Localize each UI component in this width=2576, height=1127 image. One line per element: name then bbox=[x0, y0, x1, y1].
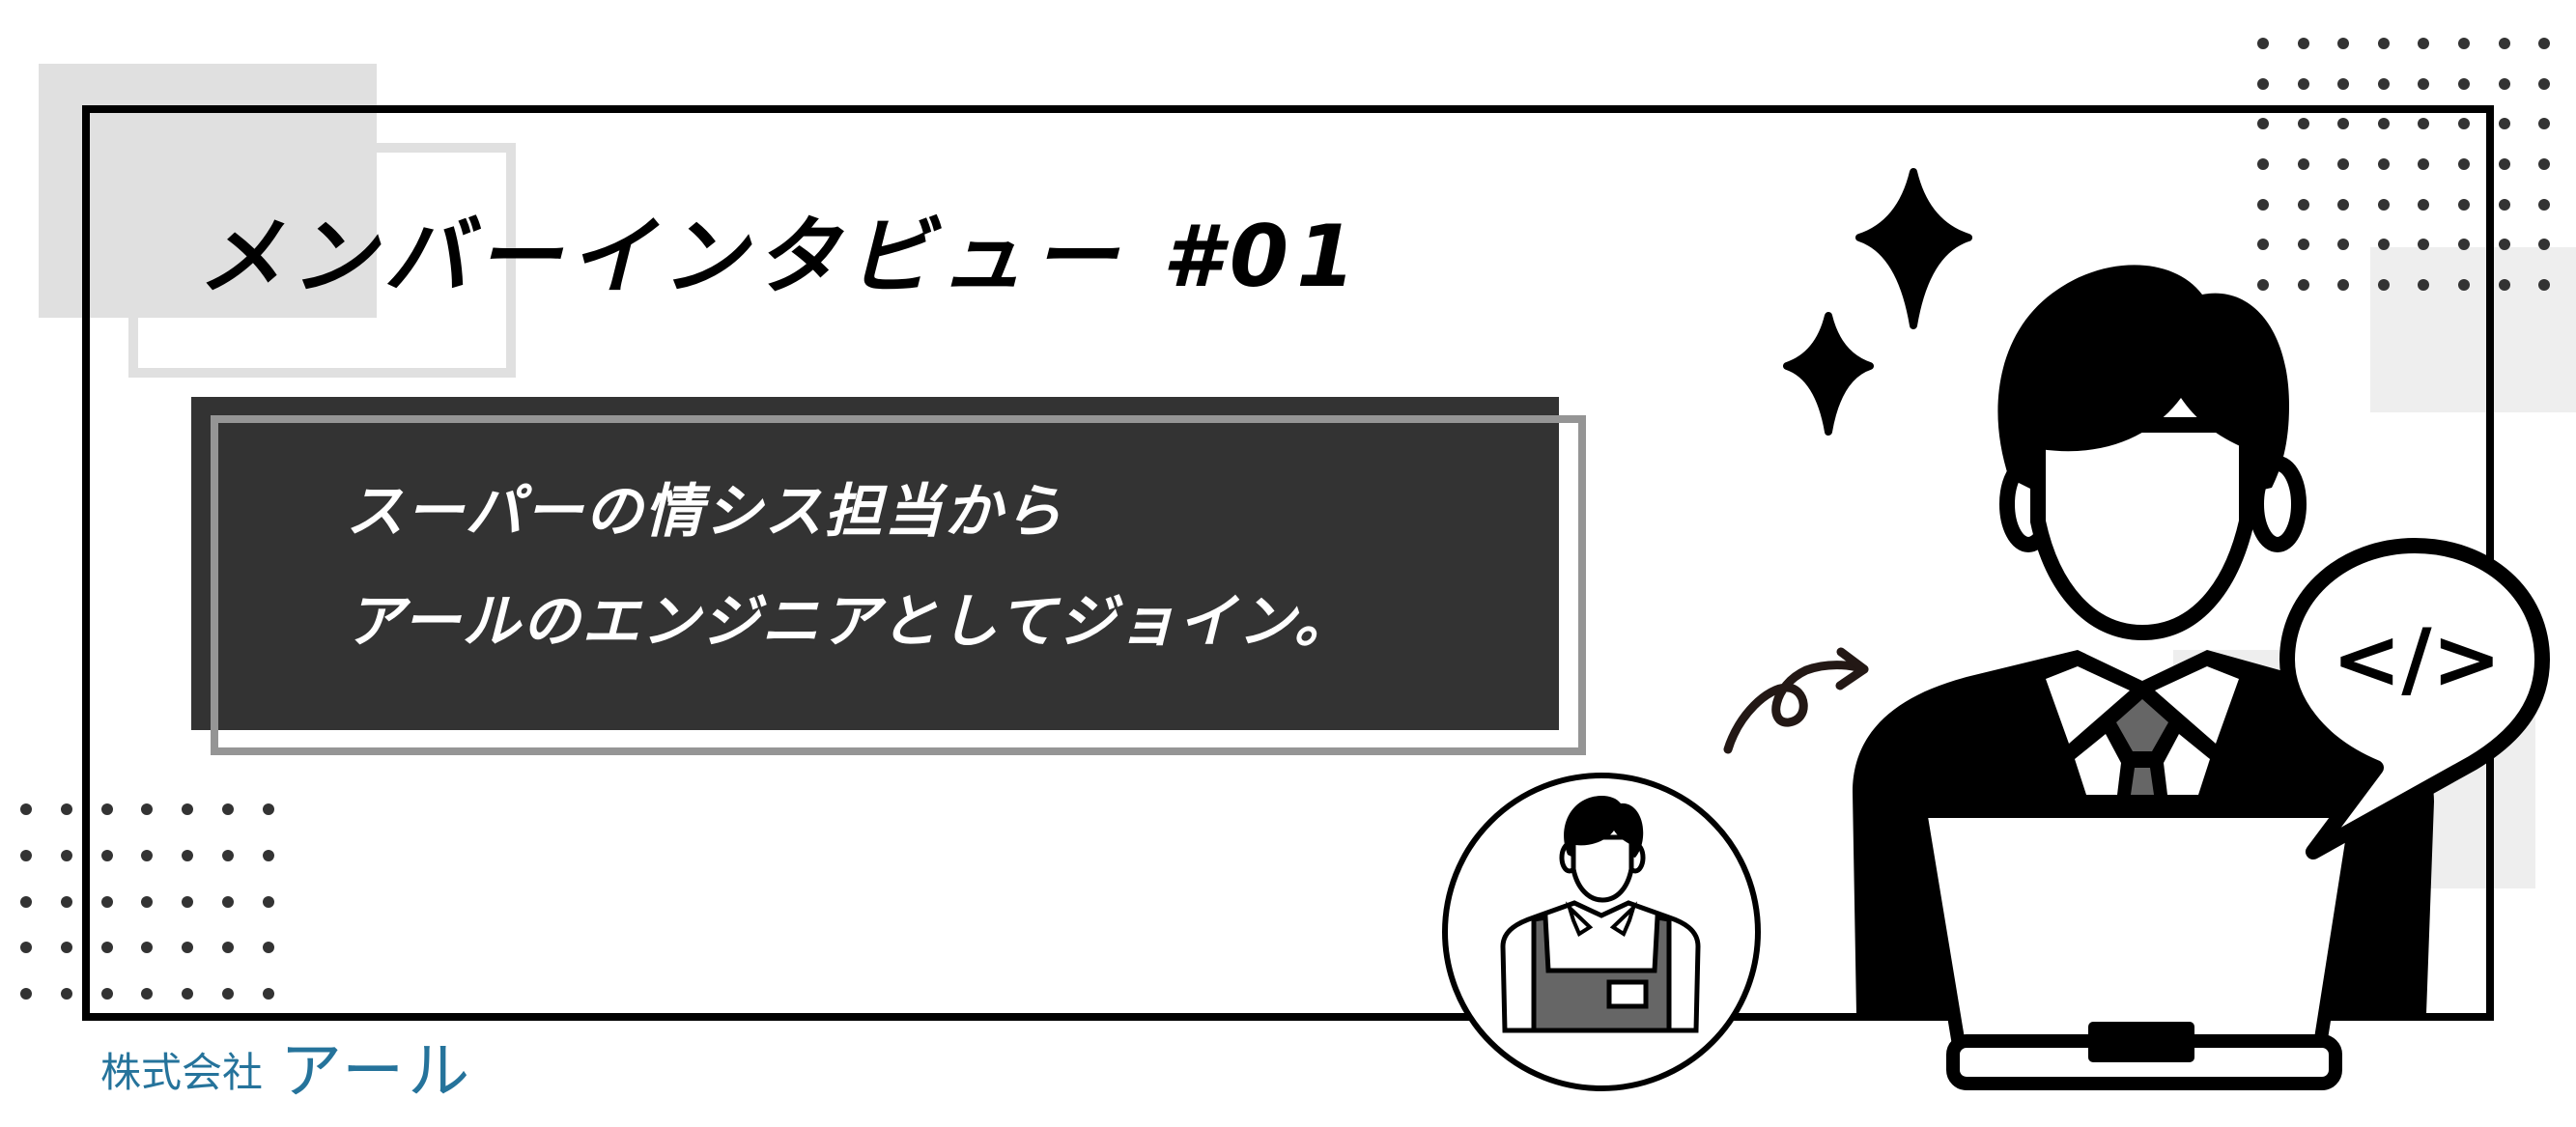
engineer-collar-left bbox=[2046, 666, 2130, 744]
decor-light-rect-top-right bbox=[2370, 247, 2576, 412]
tie-blade bbox=[2131, 768, 2154, 795]
bubble-shape bbox=[2279, 538, 2550, 859]
code-bubble-text: </> bbox=[2332, 611, 2502, 708]
clerk-name-badge bbox=[1606, 979, 1649, 1009]
store-clerk-avatar bbox=[1442, 773, 1761, 1091]
laptop-trackpad bbox=[2088, 1022, 2194, 1062]
subtitle-line-2: アールのエンジニアとしてジョイン。 bbox=[346, 588, 1354, 656]
page-title: メンバーインタビュー #01 bbox=[198, 207, 1364, 306]
logo-name: アール bbox=[280, 1036, 474, 1108]
engineer-face bbox=[2030, 417, 2254, 641]
clerk-hair bbox=[1564, 796, 1644, 858]
decor-dot-grid-bottom-left bbox=[20, 803, 274, 1000]
subtitle-line-1: スーパーの情シス担当から bbox=[346, 478, 1064, 546]
engineer-shirt-right bbox=[2164, 734, 2210, 795]
engineer-hair bbox=[1997, 265, 2289, 493]
subtitle-box bbox=[191, 397, 1559, 730]
clerk-face bbox=[1571, 834, 1634, 903]
decor-dot-grid-top-right bbox=[2257, 38, 2551, 292]
clerk-collar-right bbox=[1609, 901, 1638, 937]
engineer-collar-right bbox=[2155, 666, 2239, 744]
decor-gray-outline-box bbox=[128, 143, 516, 378]
engineer-shirt-left bbox=[2075, 734, 2121, 795]
subtitle-box-outline bbox=[211, 415, 1586, 755]
tie-knot bbox=[2116, 699, 2168, 751]
logo-prefix: 株式会社 bbox=[100, 1049, 264, 1096]
clerk-collar-left bbox=[1565, 901, 1594, 937]
company-logo: 株式会社 アール bbox=[100, 1041, 473, 1103]
